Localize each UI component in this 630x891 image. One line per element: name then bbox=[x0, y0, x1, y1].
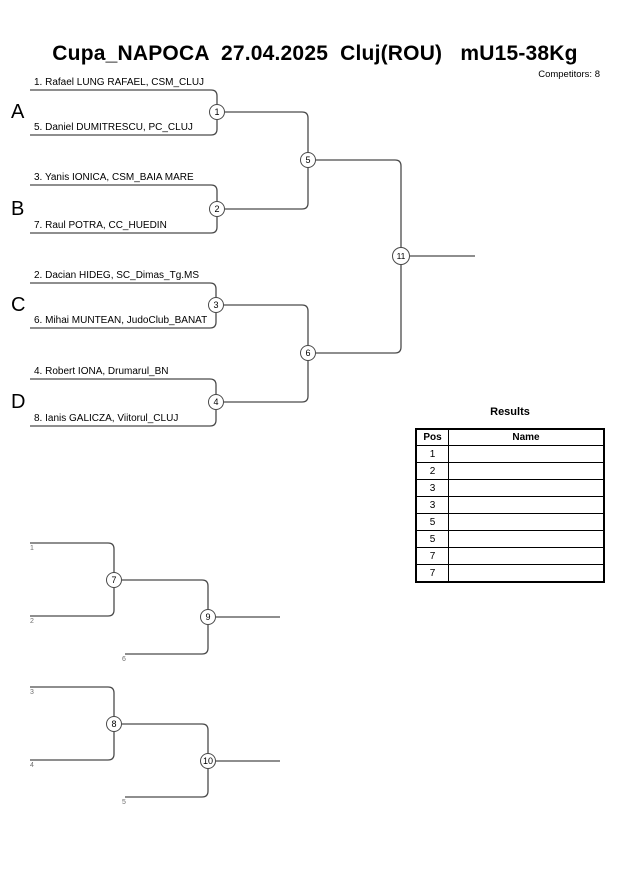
results-pos-cell: 3 bbox=[415, 496, 449, 514]
repechage-seed-4: 4 bbox=[30, 762, 34, 769]
competitors-count: Competitors: 8 bbox=[538, 69, 600, 80]
results-row: 3 bbox=[415, 496, 605, 514]
repechage-seed-5: 5 bbox=[122, 799, 126, 806]
competitor-entry-5: 5. Daniel DUMITRESCU, PC_CLUJ bbox=[34, 122, 193, 133]
repechage2-pair-line bbox=[30, 686, 115, 761]
semifinal-bottom-connector bbox=[224, 304, 309, 403]
results-name-cell bbox=[448, 462, 605, 480]
results-header-row: Pos Name bbox=[415, 428, 605, 446]
results-row: 1 bbox=[415, 445, 605, 463]
match-circle-2: 2 bbox=[209, 201, 225, 217]
results-name-header: Name bbox=[448, 428, 605, 446]
group-label-b: B bbox=[11, 198, 25, 220]
match-circle-11: 11 bbox=[392, 247, 410, 265]
results-row: 7 bbox=[415, 564, 605, 583]
results-name-cell bbox=[448, 564, 605, 583]
match-circle-6: 6 bbox=[300, 345, 316, 361]
repechage1-connector bbox=[122, 579, 209, 655]
competitor-entry-3: 3. Yanis IONICA, CSM_BAIA MARE bbox=[34, 172, 194, 183]
results-row: 5 bbox=[415, 513, 605, 531]
page-title: Cupa_NAPOCA 27.04.2025 Cluj(ROU) mU15-38… bbox=[52, 42, 578, 65]
repechage-seed-1: 1 bbox=[30, 545, 34, 552]
match-circle-9: 9 bbox=[200, 609, 216, 625]
competitor-entry-4: 4. Robert IONA, Drumarul_BN bbox=[34, 366, 169, 377]
competitor-entry-7: 7. Raul POTRA, CC_HUEDIN bbox=[34, 220, 167, 231]
results-pos-cell: 5 bbox=[415, 513, 449, 531]
group-label-c: C bbox=[11, 294, 26, 316]
results-name-cell bbox=[448, 496, 605, 514]
results-pos-cell: 7 bbox=[415, 564, 449, 583]
results-pos-cell: 1 bbox=[415, 445, 449, 463]
match-circle-1: 1 bbox=[209, 104, 225, 120]
final-connector bbox=[316, 159, 402, 354]
results-row: 3 bbox=[415, 479, 605, 497]
repechage-seed-3: 3 bbox=[30, 689, 34, 696]
match-circle-10: 10 bbox=[200, 753, 216, 769]
results-row: 7 bbox=[415, 547, 605, 565]
match-circle-7: 7 bbox=[106, 572, 122, 588]
results-pos-cell: 5 bbox=[415, 530, 449, 548]
results-name-cell bbox=[448, 513, 605, 531]
group-label-a: A bbox=[11, 101, 25, 123]
results-pos-cell: 3 bbox=[415, 479, 449, 497]
group-label-d: D bbox=[11, 391, 26, 413]
results-name-cell bbox=[448, 547, 605, 565]
results-table: Pos Name 1 2 3 3 5 bbox=[415, 428, 605, 583]
results-pos-header: Pos bbox=[415, 428, 449, 446]
results-row: 2 bbox=[415, 462, 605, 480]
results-row: 5 bbox=[415, 530, 605, 548]
match-circle-3: 3 bbox=[208, 297, 224, 313]
results-name-cell bbox=[448, 445, 605, 463]
match-circle-5: 5 bbox=[300, 152, 316, 168]
repechage-seed-6: 6 bbox=[122, 656, 126, 663]
competitor-entry-8: 8. Ianis GALICZA, Viitorul_CLUJ bbox=[34, 413, 179, 424]
competitor-entry-2: 2. Dacian HIDEG, SC_Dimas_Tg.MS bbox=[34, 270, 200, 281]
results-name-cell bbox=[448, 479, 605, 497]
results-pos-cell: 7 bbox=[415, 547, 449, 565]
results-title: Results bbox=[490, 406, 530, 418]
repechage-seed-2: 2 bbox=[30, 618, 34, 625]
competitor-entry-1: 1. Rafael LUNG RAFAEL, CSM_CLUJ bbox=[34, 77, 205, 88]
match-circle-4: 4 bbox=[208, 394, 224, 410]
competitor-entry-6: 6. Mihai MUNTEAN, JudoClub_BANAT bbox=[34, 315, 208, 326]
semifinal-top-connector bbox=[225, 111, 309, 210]
results-pos-cell: 2 bbox=[415, 462, 449, 480]
match-circle-8: 8 bbox=[106, 716, 122, 732]
results-name-cell bbox=[448, 530, 605, 548]
repechage1-pair-line bbox=[30, 542, 115, 617]
repechage2-connector bbox=[122, 723, 209, 798]
